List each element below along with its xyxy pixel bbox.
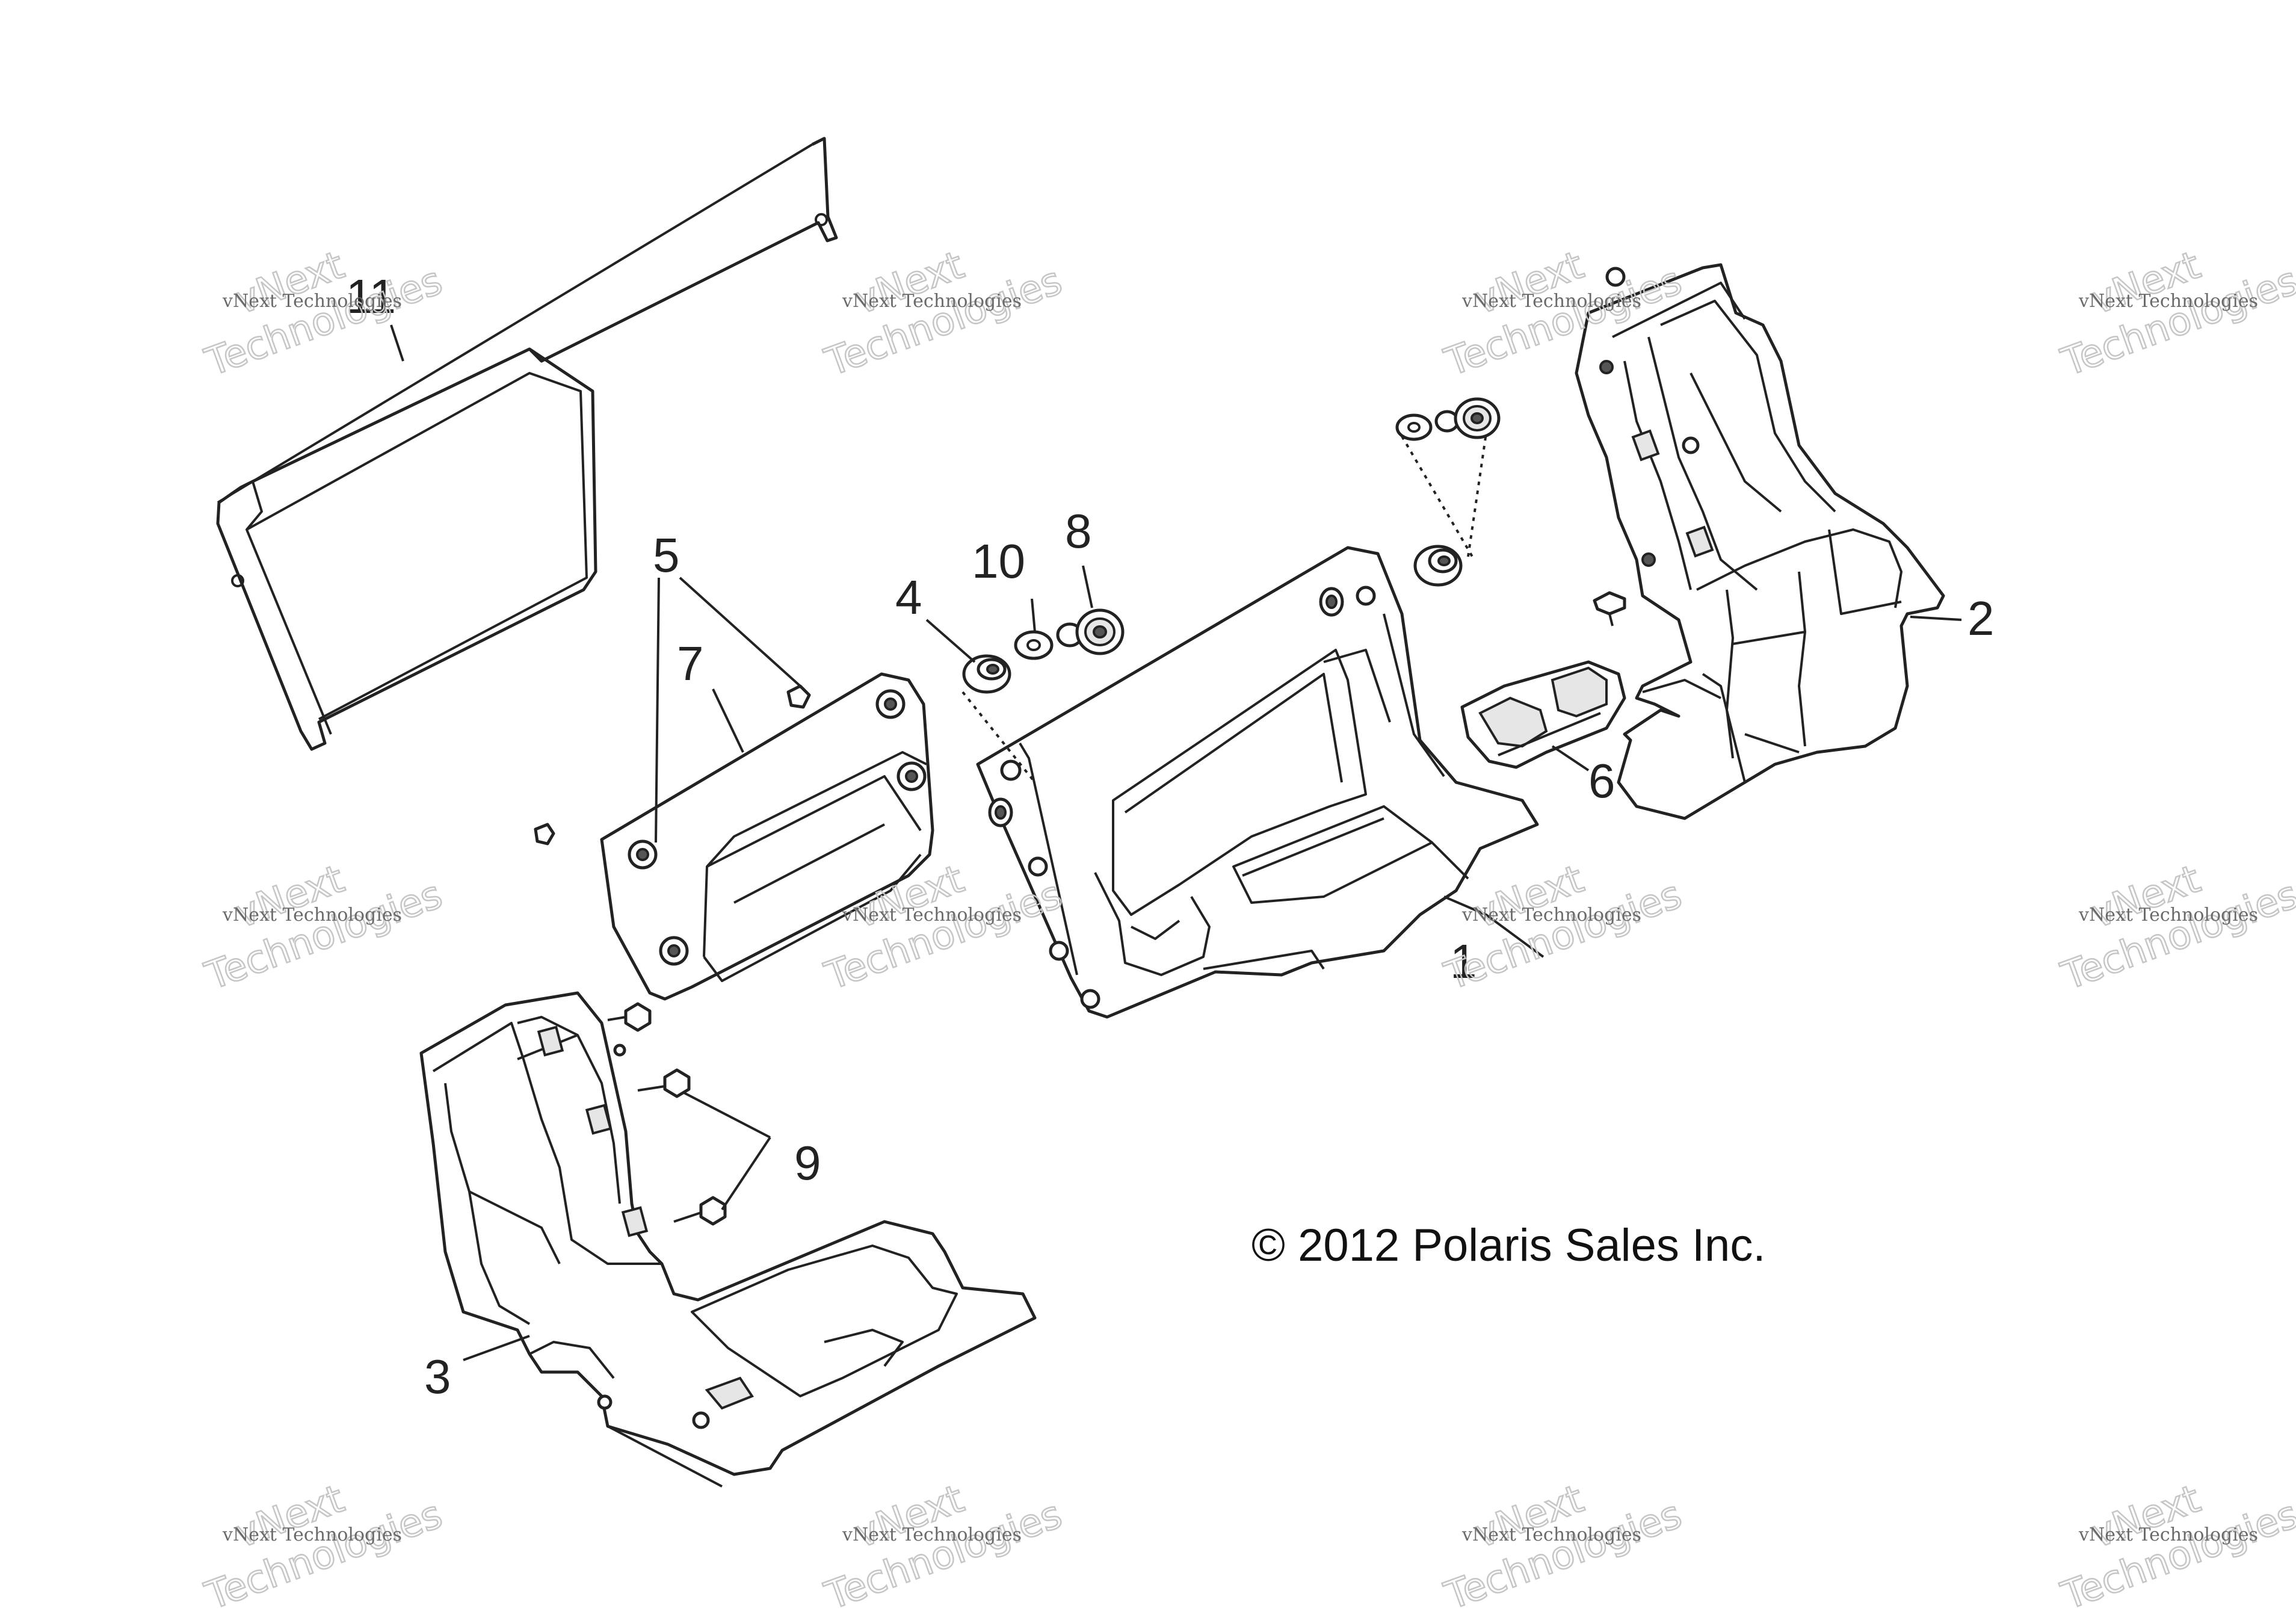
callout-3: 3 [424, 1350, 451, 1403]
leader-lines [390, 324, 1962, 1361]
part-2-rear-console-bin [1575, 263, 1945, 820]
callout-11: 11 [346, 270, 396, 323]
svg-text:vNext Technologies: vNext Technologies [2078, 1524, 2258, 1545]
callout-4: 4 [895, 570, 922, 624]
part-3-front-console [419, 991, 1037, 1488]
watermark-tile: vNext Technologies vNext Technologies [819, 1476, 1069, 1614]
watermark-tile: vNext Technologies vNext Technologies [1439, 856, 1688, 1000]
part-1-center-console [976, 546, 1539, 1019]
callout-10: 10 [972, 534, 1025, 588]
watermark-tile: vNext Technologies vNext Technologies [199, 856, 449, 1000]
svg-text:vNext Technologies: vNext Technologies [222, 1524, 402, 1545]
svg-text:vNext Technologies: vNext Technologies [222, 904, 402, 926]
watermark-tile: vNext Technologies vNext Technologies [1439, 1476, 1688, 1614]
part-2-bolt [1593, 591, 1626, 626]
hardware-stack-right [1395, 397, 1501, 587]
part-7-cover-plate [600, 672, 934, 1001]
svg-text:vNext Technologies: vNext Technologies [1461, 904, 1641, 926]
watermark-tile: vNext Technologies vNext Technologies [819, 243, 1069, 386]
callout-8: 8 [1065, 504, 1092, 558]
part-9-bolts [607, 1002, 727, 1226]
part-4-grommet [962, 654, 1011, 694]
svg-text:vNext Technologies: vNext Technologies [2078, 904, 2258, 926]
callout-9: 9 [794, 1136, 821, 1190]
watermark-tile: vNext Technologies vNext Technologies [199, 1476, 449, 1614]
part-6-cup-holder [1460, 660, 1626, 769]
console-grommets [988, 587, 1344, 827]
svg-text:vNext Technologies: vNext Technologies [2078, 291, 2258, 312]
copyright-notice: © 2012 Polaris Sales Inc. [1251, 1220, 1765, 1271]
callout-labels: 11 5 7 4 10 8 6 1 2 9 3 [346, 270, 1995, 1403]
alignment-lines [961, 433, 1487, 784]
watermark-tile: vNext Technologies vNext Technologies [2055, 1476, 2296, 1614]
svg-text:vNext Technologies: vNext Technologies [842, 1524, 1022, 1545]
part-11-rear-panel [216, 137, 838, 751]
callout-2: 2 [1967, 592, 1995, 645]
watermark-tile: vNext Technologies vNext Technologies [2055, 243, 2296, 386]
watermark-tile: vNext Technologies vNext Technologies [2055, 856, 2296, 1000]
svg-text:vNext Technologies: vNext Technologies [1461, 1524, 1641, 1545]
part-10-washer [1014, 630, 1054, 660]
svg-text:vNext Technologies: vNext Technologies [842, 904, 1022, 926]
callout-6: 6 [1588, 754, 1616, 808]
svg-text:vNext Technologies: vNext Technologies [222, 291, 402, 312]
watermark-tile: vNext Technologies vNext Technologies [199, 243, 449, 386]
part-5-clips [534, 684, 811, 846]
svg-text:vNext Technologies: vNext Technologies [1461, 291, 1641, 312]
callout-1: 1 [1450, 935, 1477, 988]
part-8-nut [1056, 608, 1125, 655]
callout-5: 5 [653, 528, 680, 582]
callout-7: 7 [677, 637, 704, 690]
svg-text:vNext Technologies: vNext Technologies [842, 291, 1022, 312]
